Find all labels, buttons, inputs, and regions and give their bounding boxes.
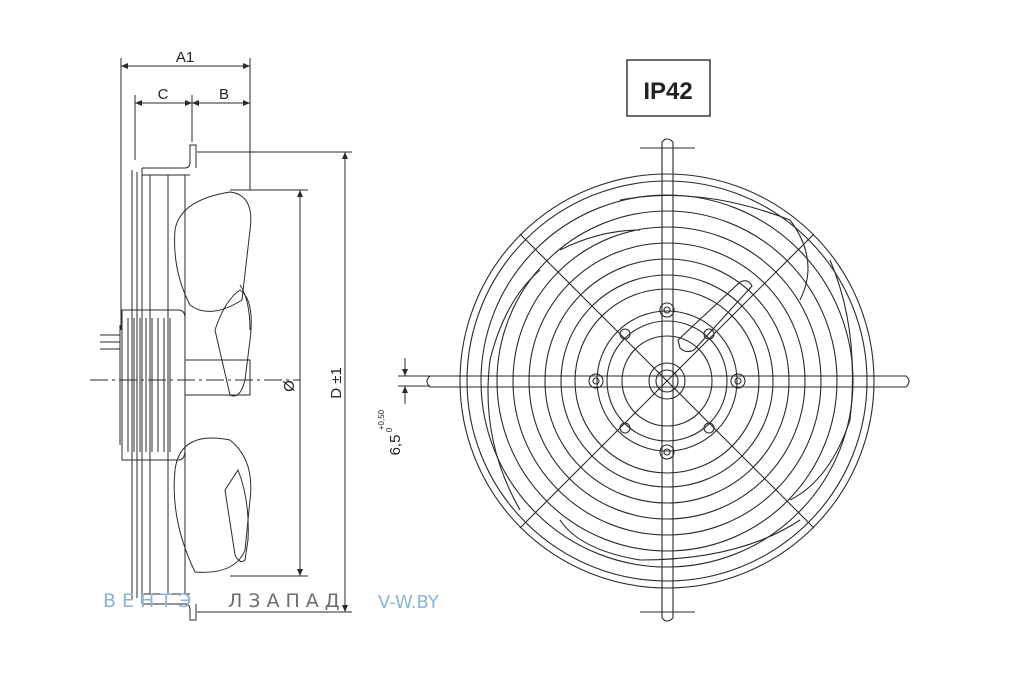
hole-dimension — [398, 358, 430, 404]
watermark-brand-gray: ЛЗАПАД — [228, 590, 346, 612]
dimension-d: D ±1 — [328, 367, 345, 399]
dimension-hole: 6,5 — [387, 435, 404, 456]
dimension-diameter: Ø — [281, 380, 298, 392]
front-view — [426, 138, 910, 622]
ip-rating-box — [626, 59, 711, 117]
dimension-b: B — [219, 86, 229, 103]
dimension-hole-tol-lower: 0 — [385, 427, 394, 432]
watermark-site: V-W.BY — [378, 592, 439, 613]
dimension-a1: A1 — [176, 49, 194, 66]
side-view — [90, 58, 352, 621]
dimension-c: C — [158, 86, 169, 103]
dimension-hole-tol-upper: +0,50 — [377, 409, 386, 430]
watermark-brand-blue: ВЕНТЭ — [103, 590, 198, 612]
ip-rating-text: IP42 — [643, 78, 692, 105]
